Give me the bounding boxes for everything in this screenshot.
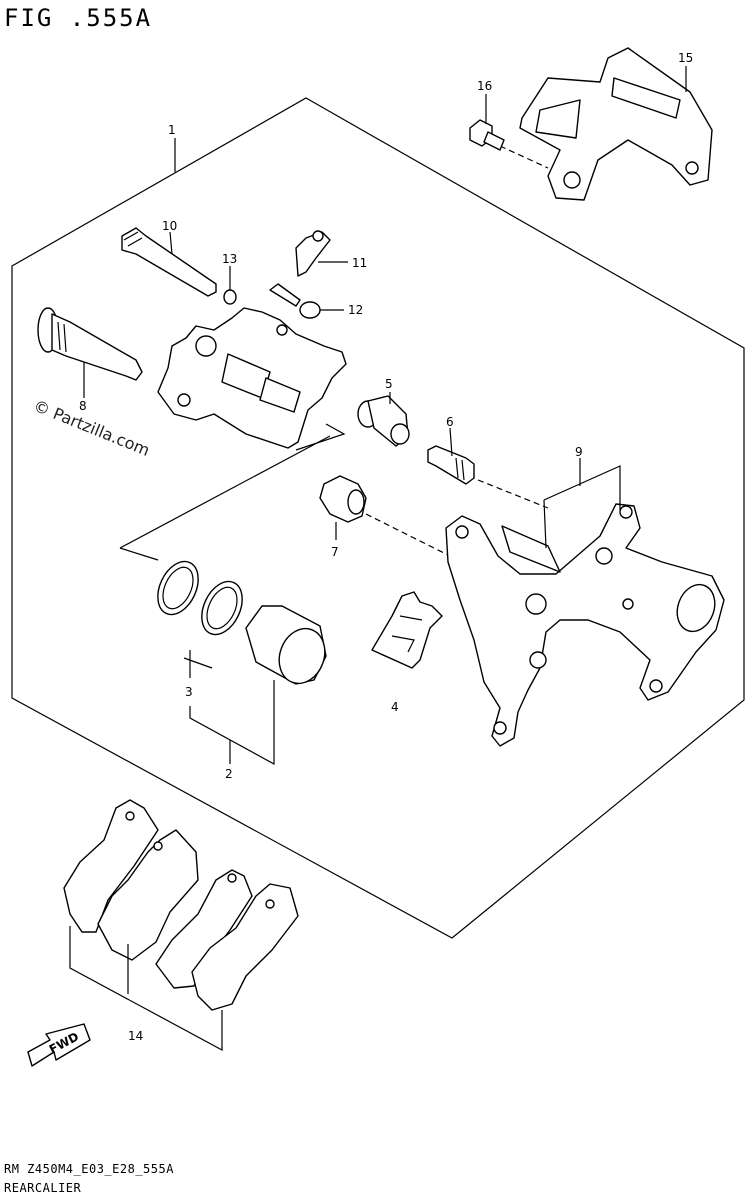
callout-9: 9 [575,445,583,459]
part-5-pin [357,395,410,447]
dash-line-7 [365,513,451,557]
part-13-ring [223,289,237,305]
part-14-pads [63,799,299,1011]
callout-7: 7 [331,545,339,559]
leader-6 [449,427,453,457]
callout-4: 4 [391,700,399,714]
callout-14: 14 [128,1029,143,1043]
part-11-bleeder [295,230,331,277]
leader-10 [169,231,173,255]
caliper-body [157,307,347,449]
callout-5: 5 [385,377,393,391]
callout-11: 11 [352,256,367,270]
figure-code: RM Z450M4_E03_E28_555A [4,1162,174,1176]
part-8-pin [37,307,143,381]
part-9-bracket [445,503,725,747]
seal-set-line-2 [119,547,159,561]
leader-3a [183,657,213,669]
callout-13: 13 [222,252,237,266]
callout-10: 10 [162,219,177,233]
callout-6: 6 [446,415,454,429]
part-4-spring [371,591,443,669]
callout-8: 8 [79,399,87,413]
part-2-piston [245,605,327,685]
pads-bracket-line [69,926,223,1052]
leader-9 [543,465,621,510]
caliper-leader [295,423,346,451]
callout-2: 2 [225,767,233,781]
callout-12: 12 [348,303,363,317]
figure-title: FIG .555A [4,4,153,32]
assembly-boundary [11,97,745,939]
part-6-bolt [427,445,549,509]
callout-15: 15 [678,51,693,65]
seal-set-line [119,435,331,549]
part-10-pin [121,227,217,297]
callout-3: 3 [185,685,193,699]
part-12-cap [269,283,321,319]
figure-name: REARCALIER [4,1181,82,1195]
leader-2 [189,680,275,766]
leader-9b [543,499,547,549]
part-16-bolt [469,119,505,151]
callout-1: 1 [168,123,176,137]
part-3-seals [157,560,243,636]
callout-16: 16 [477,79,492,93]
part-7-boot [319,475,367,523]
part-15-bracket [499,47,713,201]
fwd-arrow-icon: FWD [27,1023,91,1067]
